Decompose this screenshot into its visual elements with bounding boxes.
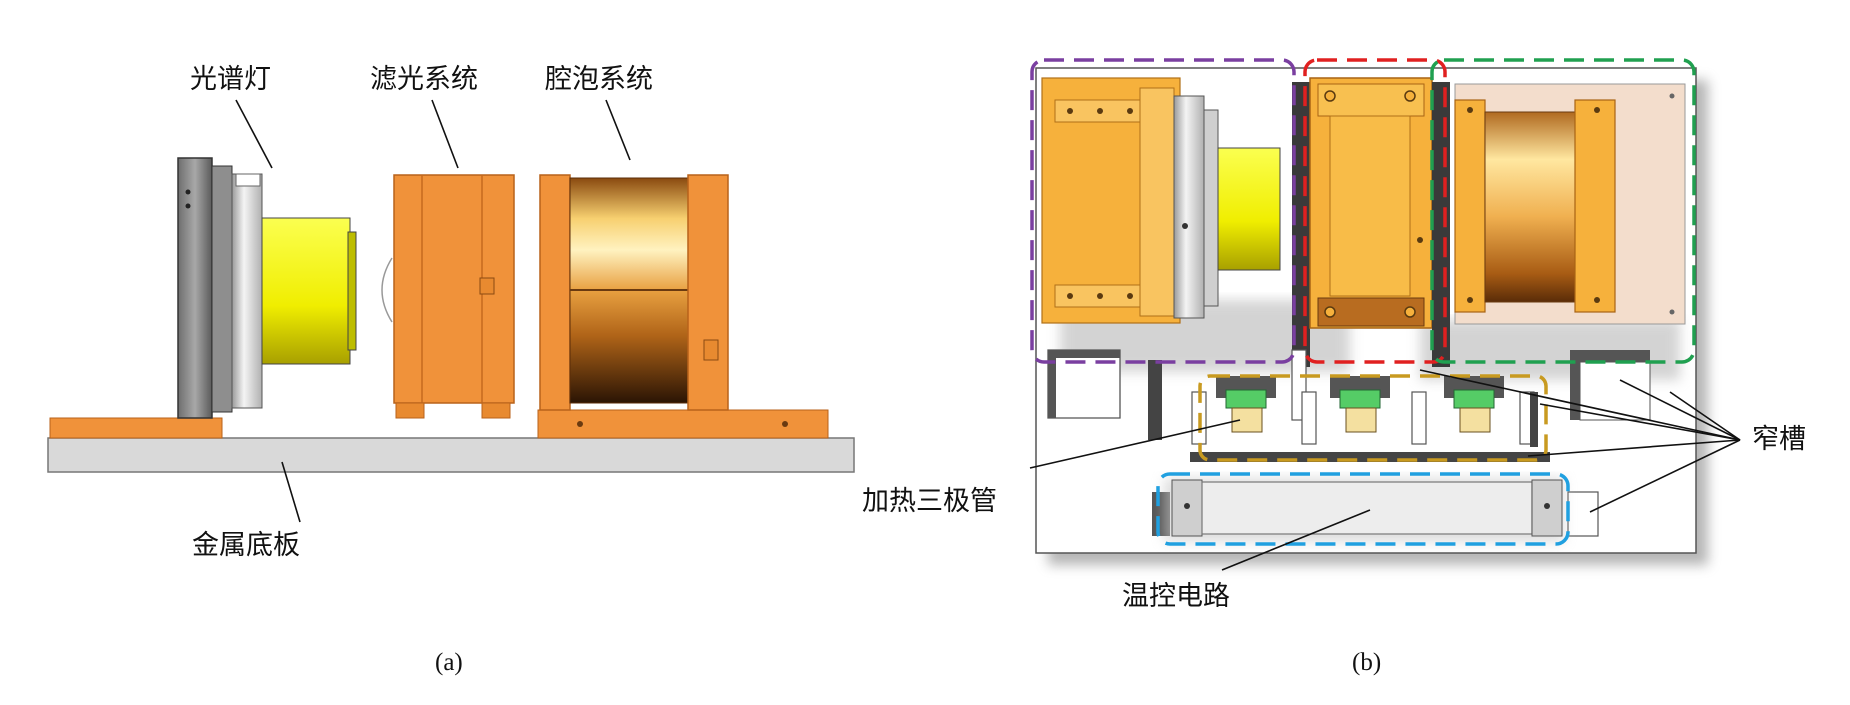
panel-a: 光谱灯 滤光系统 腔泡系统 金属底板 (a): [47, 64, 855, 676]
filter-dashed-box: [1303, 58, 1447, 364]
cell-leader: [605, 99, 631, 161]
metal-base-plate: [47, 437, 855, 473]
label-heating-transistor: 加热三极管: [862, 486, 997, 517]
filter-leader: [431, 99, 459, 169]
lamp-top-view: [1041, 77, 1281, 324]
label-metal-base: 金属底板: [192, 530, 300, 561]
rail-screw: [782, 421, 788, 427]
label-spectral-lamp: 光谱灯: [190, 64, 271, 95]
cell-dashed-box: [1430, 58, 1696, 364]
label-cell-system: 腔泡系统: [545, 64, 653, 95]
temperature-control-circuit: [1164, 478, 1564, 542]
panel-b: 窄槽 加热三极管 温控电路 (b): [862, 58, 1806, 676]
lamp-rail: [49, 417, 223, 439]
filter-top-view: [1292, 77, 1450, 367]
lamp-leader: [235, 99, 273, 169]
label-narrow-slot: 窄槽: [1752, 424, 1806, 455]
caption-b: (b): [1352, 649, 1381, 676]
rail-screw: [577, 421, 583, 427]
circuit-dashed-box: [1156, 472, 1570, 546]
cell-top-view: [1454, 83, 1686, 325]
diode-leader: [1029, 419, 1241, 469]
cell-rail: [537, 409, 829, 439]
circuit-leader: [1221, 509, 1371, 571]
cell-bulb-system: [539, 174, 729, 411]
label-temp-control-circuit: 温控电路: [1122, 581, 1230, 612]
diode-dashed-box: [1198, 374, 1548, 462]
base-leader: [281, 461, 301, 523]
heating-transistors: [1216, 376, 1504, 433]
caption-a: (a): [435, 649, 463, 676]
spectral-lamp: [177, 157, 357, 419]
filter-system: [381, 174, 515, 419]
slot-leaders: [1419, 369, 1741, 513]
lamp-dashed-box: [1030, 58, 1296, 364]
label-filter-system: 滤光系统: [370, 64, 478, 95]
